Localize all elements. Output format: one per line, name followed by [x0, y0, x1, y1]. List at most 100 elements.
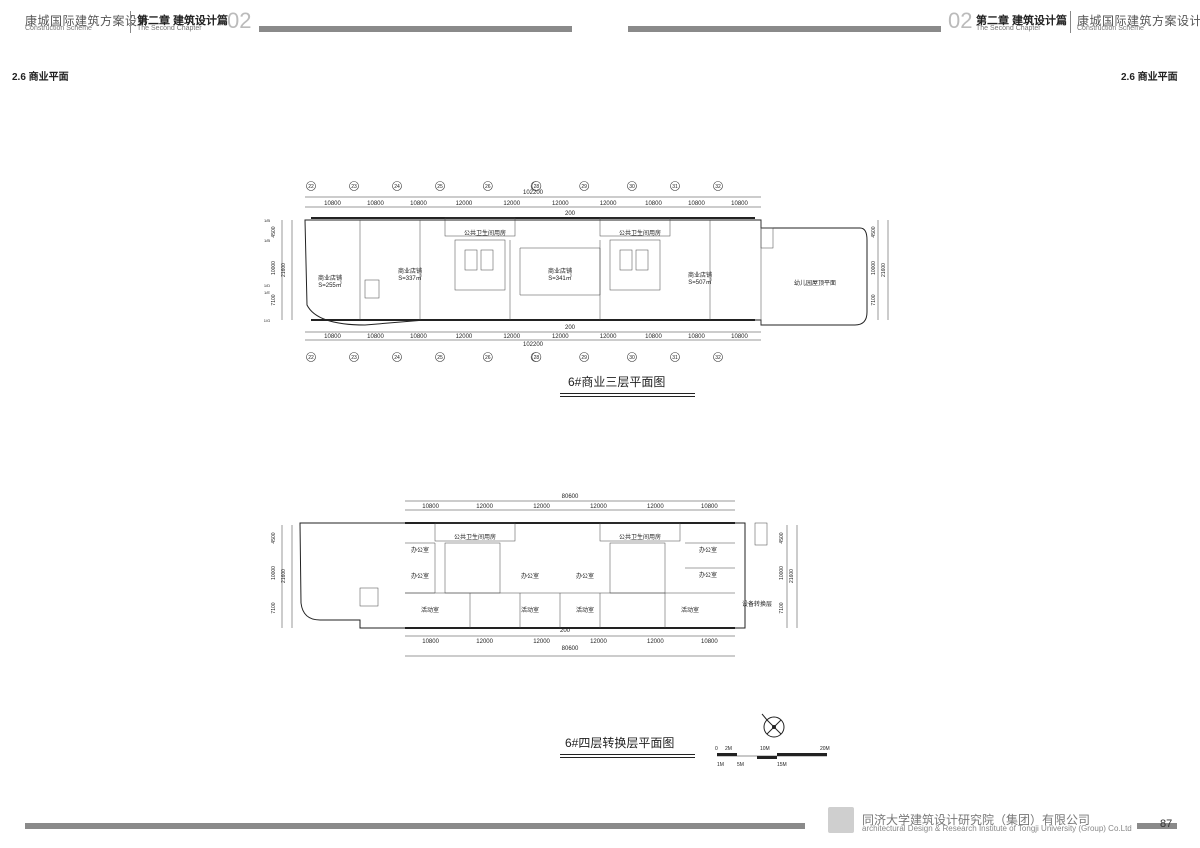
plan1-gap-bottom: 200 [565, 325, 576, 331]
scale-bar: 0 2M 10M 20M 1M 5M 15M [715, 746, 830, 768]
plan-fourth-floor: 80600 80600 200 公共卫生间用房 公共卫生间用房 办公室 办公室 … [271, 494, 798, 657]
axis-bubble [627, 181, 637, 191]
span-label: 12000 [456, 334, 473, 340]
footer-bar-right [1137, 823, 1177, 829]
plan1-shop3: 商业店铺 [548, 267, 572, 275]
plan2-dim-total: 21600 [281, 569, 287, 583]
plan2-dim-7100: 7100 [271, 602, 277, 613]
span-label: 12000 [552, 201, 569, 207]
span-label: 12000 [600, 334, 617, 340]
plan2-caption-underline [560, 754, 695, 758]
span-label: 12000 [456, 201, 473, 207]
row-label: 1/E [264, 290, 270, 295]
axis-label: 30 [629, 184, 635, 190]
axis-bubble [670, 181, 680, 191]
axis-bubble [349, 181, 359, 191]
axis-label: 23 [351, 184, 357, 190]
section-title-left: 2.6 商业平面 [12, 72, 69, 83]
span-label: 10800 [410, 334, 427, 340]
scale-tick-1m: 1M [717, 762, 724, 768]
plan2-office-5: 办公室 [699, 546, 717, 554]
axis-bubble [392, 352, 402, 362]
axis-label: 28 [534, 184, 540, 190]
axis-label: 26 [485, 184, 491, 190]
scale-tick-10m: 10M [760, 746, 770, 752]
plan2-dim-10000: 10000 [271, 566, 277, 580]
axis-bubble [306, 352, 316, 362]
plan1-outline [304, 219, 868, 326]
axis-bubble [435, 352, 445, 362]
plan2-dim-7100-right: 7100 [779, 602, 785, 613]
plan2-office-2: 办公室 [411, 572, 429, 580]
axis-bubble [670, 352, 680, 362]
row-label: 1/G [264, 318, 270, 323]
row-label: 1/B [264, 238, 270, 243]
axis-label: 22 [308, 184, 314, 190]
plan2-total-bottom: 80600 [562, 646, 579, 652]
span-label: 10800 [422, 504, 439, 510]
plan1-shop4-area: S=507㎡ [688, 278, 712, 286]
axis-label: 29 [581, 184, 587, 190]
axis-bubble [713, 352, 723, 362]
header-right-title: 康城国际建筑方案设计 [1077, 14, 1200, 28]
north-arrow-icon [761, 713, 785, 738]
axis-bubble [713, 181, 723, 191]
plan1-wc-right: 公共卫生间用房 [619, 229, 661, 237]
axis-bubble [306, 181, 316, 191]
scale-tick-2m: 2M [725, 746, 732, 752]
axis-bubble [531, 181, 542, 191]
footer-company-cn: 同济大学建筑设计研究院（集团）有限公司 [862, 813, 1091, 827]
plan2-total-top: 80600 [562, 494, 579, 500]
plan2-dim-10000-right: 10000 [779, 566, 785, 580]
plan2-activity-3: 活动室 [576, 606, 594, 614]
span-label: 10800 [367, 334, 384, 340]
axis-label: 32 [715, 184, 721, 190]
span-label: 12000 [647, 504, 664, 510]
span-label: 10800 [410, 201, 427, 207]
span-label: 12000 [590, 639, 607, 645]
axis-label: 22 [308, 355, 314, 361]
span-label: 10800 [324, 334, 341, 340]
header-right-subtitle: Construction Scheme [1077, 25, 1144, 32]
span-label: 10800 [645, 334, 662, 340]
plan1-dim-total: 21600 [281, 263, 287, 277]
plan2-office-4: 办公室 [576, 572, 594, 580]
scale-tick-0: 0 [715, 746, 718, 752]
plan2-gap: 200 [560, 628, 571, 634]
plan2-dim-4500-right: 4500 [779, 532, 785, 543]
header-right-bar [628, 26, 941, 32]
span-label: 10800 [731, 334, 748, 340]
plan2-activity-4: 活动室 [681, 606, 699, 614]
plan1-shop1: 商业店铺 [318, 274, 342, 282]
plan2-wc-left: 公共卫生间用房 [454, 533, 496, 541]
axis-bubble [435, 181, 445, 191]
plan1-shop3-area: S=341㎡ [548, 274, 572, 282]
axis-label: 31 [672, 355, 678, 361]
plan1-dim-7100-right: 7100 [871, 294, 877, 305]
header-right-chapter-sub: The Second Chapter [976, 25, 1041, 32]
plan1-caption: 6#商业三层平面图 [568, 375, 666, 389]
header-left-title: 康城国际建筑方案设计 [25, 14, 151, 28]
span-label: 10800 [422, 639, 439, 645]
span-label: 12000 [600, 201, 617, 207]
axis-label: 23 [351, 355, 357, 361]
plan1-shop2-area: S=337㎡ [398, 274, 422, 282]
section-title-right: 2.6 商业平面 [1121, 72, 1178, 83]
header-left-divider [130, 11, 131, 33]
axis-bubble [579, 352, 589, 362]
plan2-dim-4500: 4500 [271, 532, 277, 543]
plan1-caption-underline [560, 393, 695, 397]
plan1-kinder: 幼儿园屋顶平面 [794, 279, 836, 287]
header-left-chapter-sub: The Second Chapter [137, 25, 202, 32]
axis-label: 25 [437, 184, 443, 190]
plan1-dim-4500-right: 4500 [871, 226, 877, 237]
plan2-wc-right: 公共卫生间用房 [619, 533, 661, 541]
span-label: 12000 [590, 504, 607, 510]
span-label: 12000 [503, 201, 520, 207]
span-label: 10800 [701, 504, 718, 510]
span-label: 12000 [647, 639, 664, 645]
axis-bubble [392, 181, 402, 191]
span-label: 12000 [552, 334, 569, 340]
plan1-dim-10000-right: 10000 [871, 261, 877, 275]
header-left-chapter: 第二章 建筑设计篇 [137, 15, 229, 27]
